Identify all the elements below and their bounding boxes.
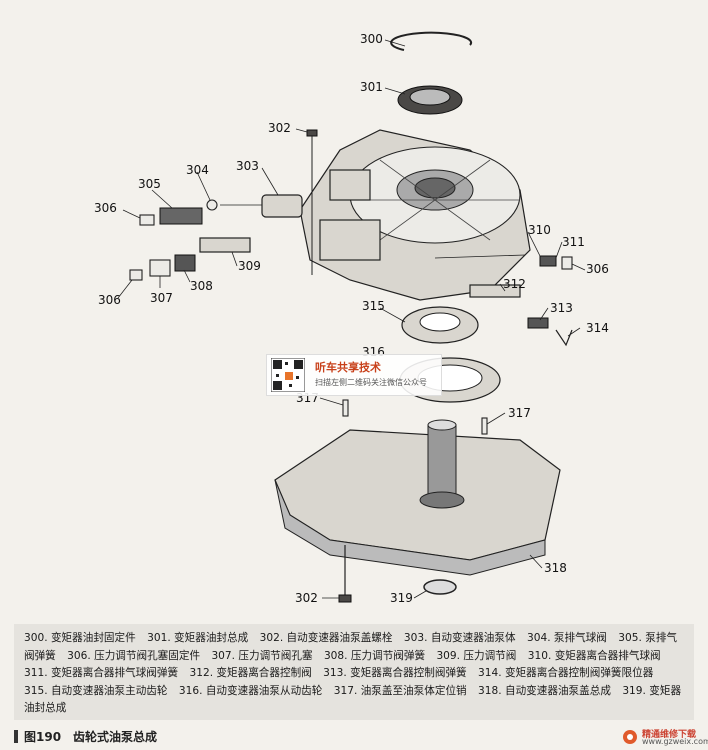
callout-315: 315 xyxy=(362,299,385,313)
callout-306-left-top: 306 xyxy=(94,201,117,215)
logo-url: www.gzweix.com xyxy=(642,737,708,746)
watermark-subtitle: 扫描左侧二维码关注微信公众号 xyxy=(315,378,427,387)
callout-319: 319 xyxy=(390,591,413,605)
left-valve-train xyxy=(139,194,303,226)
legend-item: 300. 变矩器油封固定件 xyxy=(24,632,136,644)
legend-item: 303. 自动变速器油泵体 xyxy=(403,632,516,644)
callout-317-right: 317 xyxy=(508,406,531,420)
parts-legend: 300. 变矩器油封固定件 301. 变矩器油封总成 302. 自动变速器油泵盖… xyxy=(14,624,694,720)
callout-310: 310 xyxy=(528,223,551,237)
callout-304: 304 xyxy=(186,163,209,177)
callout-318: 318 xyxy=(544,561,567,575)
legend-item: 305. 泵排气阀弹簧 xyxy=(24,632,678,662)
part-301-seal-assembly xyxy=(397,85,463,115)
callout-313: 313 xyxy=(550,301,573,315)
logo-name: 精通维修下载 xyxy=(642,730,697,740)
legend-item: 314. 变矩器离合器控制阀弹簧限位器 xyxy=(478,667,654,680)
part-303-pump-body xyxy=(299,129,531,301)
part-302-bolt-top xyxy=(306,129,318,275)
figure-caption: 图190 齿轮式油泵总成 xyxy=(14,728,157,745)
callout-311: 311 xyxy=(562,235,585,249)
part-318-pump-cover xyxy=(274,419,561,576)
watermark-title: 听车共享技术 xyxy=(315,361,381,374)
callout-309: 309 xyxy=(238,259,261,273)
site-logo: 精通维修下载 www.gzweix.com xyxy=(620,727,708,747)
legend-item: 304. 泵排气球阀 xyxy=(526,632,607,644)
qr-code-icon xyxy=(271,358,305,392)
part-319-seal xyxy=(423,579,457,595)
legend-item: 311. 变矩器离合器排气球阀弹簧 xyxy=(24,667,179,680)
legend-item: 310. 变矩器离合器排气球阀 xyxy=(527,649,661,662)
legend-item: 316. 自动变速器油泵从动齿轮 xyxy=(178,684,323,697)
watermark-banner: 听车共享技术 扫描左侧二维码关注微信公众号 xyxy=(266,354,442,396)
callout-314: 314 xyxy=(586,321,609,335)
part-315-drive-gear xyxy=(401,306,479,344)
part-302-bolt-bottom xyxy=(338,545,352,603)
legend-item: 309. 压力调节阀 xyxy=(436,649,517,662)
callout-305: 305 xyxy=(138,177,161,191)
callout-306-left-bottom: 306 xyxy=(98,293,121,307)
callout-301: 301 xyxy=(360,80,383,94)
legend-item: 306. 压力调节阀孔塞固定件 xyxy=(67,649,201,662)
legend-item: 319. 变矩器油封总成 xyxy=(24,684,682,715)
legend-item: 318. 自动变速器油泵盖总成 xyxy=(478,684,611,697)
pressure-valve-train xyxy=(129,237,251,281)
callout-302-top: 302 xyxy=(268,121,291,135)
caption-text: 图190 齿轮式油泵总成 xyxy=(24,730,158,744)
part-300-seal-retainer xyxy=(390,31,473,51)
legend-item: 313. 变矩器离合器控制阀弹簧 xyxy=(323,667,467,680)
exploded-diagram: 300 301 302 303 304 305 306 306 307 308 … xyxy=(94,31,609,605)
callout-307: 307 xyxy=(150,291,173,305)
legend-item: 312. 变矩器离合器控制阀 xyxy=(189,667,312,680)
callout-303: 303 xyxy=(236,159,259,173)
legend-item: 307. 压力调节阀孔塞 xyxy=(211,649,313,662)
legend-item: 301. 变矩器油封总成 xyxy=(147,632,249,644)
legend-item: 308. 压力调节阀弹簧 xyxy=(323,649,426,662)
legend-item: 302. 自动变速器油泵盖螺栓 xyxy=(259,632,393,644)
leader-lines xyxy=(117,39,586,599)
legend-item: 315. 自动变速器油泵主动齿轮 xyxy=(24,684,168,697)
logo-icon xyxy=(623,730,637,744)
callout-labels: 300 301 302 303 304 305 306 306 307 308 … xyxy=(94,32,609,605)
right-valve-train xyxy=(434,254,573,347)
callout-312: 312 xyxy=(503,277,526,291)
callout-300: 300 xyxy=(360,32,383,46)
part-317-dowel-pins xyxy=(342,399,488,435)
legend-item: 317. 油泵盖至油泵体定位销 xyxy=(333,684,467,697)
callout-306-right: 306 xyxy=(586,262,609,276)
caption-bar xyxy=(14,730,18,743)
callout-308: 308 xyxy=(190,279,213,293)
callout-302-bottom: 302 xyxy=(295,591,318,605)
